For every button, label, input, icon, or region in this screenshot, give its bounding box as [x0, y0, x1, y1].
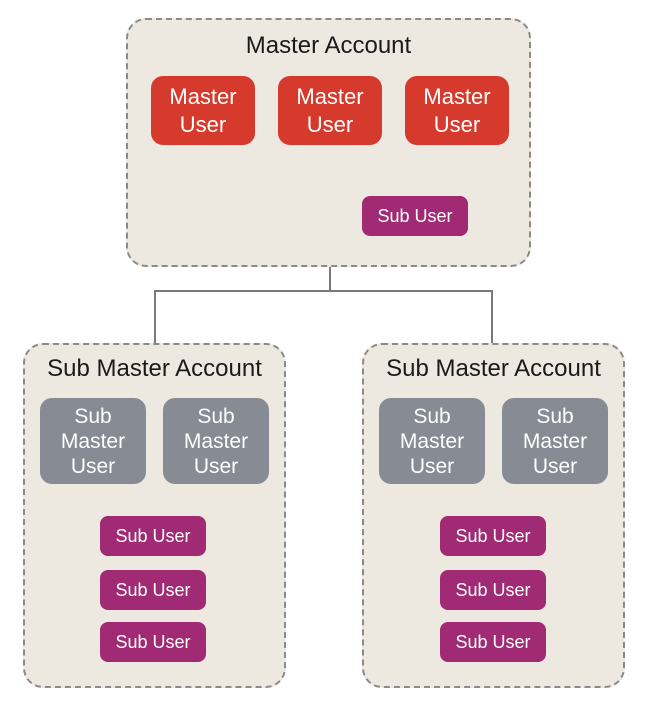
master-user-node: Master User [151, 76, 255, 145]
sub-user-node: Sub User [440, 622, 546, 662]
sub-master-user-node: Sub Master User [379, 398, 485, 484]
sub-user-node: Sub User [362, 196, 468, 236]
sub-master-account-title: Sub Master Account [386, 355, 601, 382]
master-account-title: Master Account [245, 32, 412, 59]
sub-master-user-node: Sub Master User [502, 398, 608, 484]
sub-user-node: Sub User [440, 516, 546, 556]
connector-branch [154, 290, 493, 343]
sub-master-account-title: Sub Master Account [47, 355, 262, 382]
sub-master-user-node: Sub Master User [163, 398, 269, 484]
master-user-node: Master User [278, 76, 382, 145]
sub-user-node: Sub User [100, 622, 206, 662]
sub-user-node: Sub User [100, 516, 206, 556]
master-user-node: Master User [405, 76, 509, 145]
sub-user-node: Sub User [100, 570, 206, 610]
sub-user-node: Sub User [440, 570, 546, 610]
sub-master-user-node: Sub Master User [40, 398, 146, 484]
